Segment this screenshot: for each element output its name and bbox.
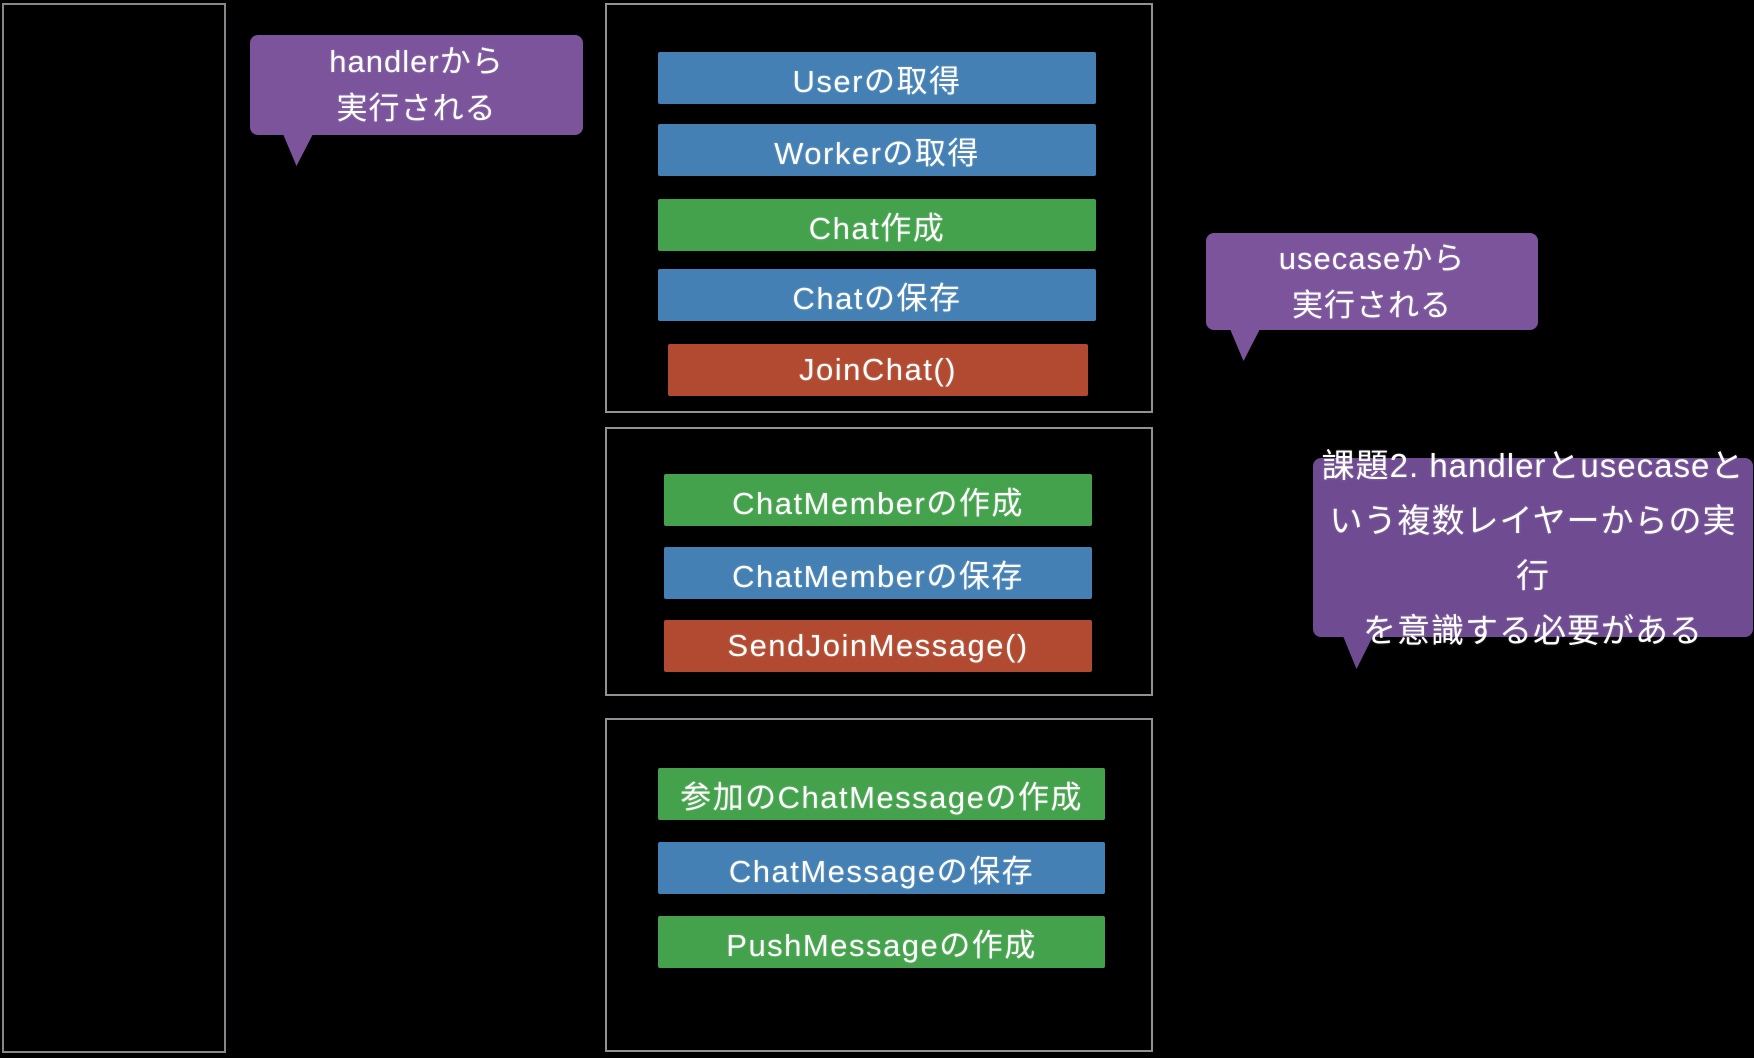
step-bar: JoinChat(): [668, 344, 1088, 396]
step-bar: ChatMessageの保存: [658, 842, 1105, 894]
step-label: JoinChat(): [799, 352, 957, 387]
step-bar: Userの取得: [658, 52, 1096, 104]
callout-text-line: いう複数レイヤーからの実行: [1329, 501, 1737, 594]
step-bar: ChatMemberの保存: [664, 547, 1092, 599]
handler-steps-box: Userの取得 Workerの取得 Chat作成 Chatの保存 JoinCha…: [605, 3, 1153, 413]
step-bar: Chatの保存: [658, 269, 1096, 321]
callout-text-line: 実行される: [336, 91, 497, 126]
callout-tail-pointer: [283, 134, 313, 166]
step-label: Chat作成: [808, 210, 946, 246]
handler-callout: handlerから 実行される: [250, 35, 583, 166]
callout-text-line: 課題2. handlerとusecaseと: [1321, 446, 1745, 484]
step-label: PushMessageの作成: [726, 927, 1037, 963]
empty-left-panel: [2, 3, 226, 1053]
callout-text-line: 実行される: [1292, 287, 1452, 323]
issue-callout: 課題2. handlerとusecaseと いう複数レイヤーからの実行 を意識す…: [1313, 447, 1753, 669]
step-label: SendJoinMessage(): [727, 628, 1029, 663]
step-label: Workerの取得: [774, 135, 980, 171]
usecase-steps-box: ChatMemberの作成 ChatMemberの保存 SendJoinMess…: [605, 427, 1153, 696]
step-label: ChatMemberの作成: [732, 485, 1024, 521]
step-bar: Workerの取得: [658, 124, 1096, 176]
step-bar: 参加のChatMessageの作成: [658, 768, 1105, 820]
step-bar: SendJoinMessage(): [664, 620, 1092, 672]
step-bar: PushMessageの作成: [658, 916, 1105, 968]
message-steps-box: 参加のChatMessageの作成 ChatMessageの保存 PushMes…: [605, 718, 1153, 1052]
step-label: ChatMessageの保存: [728, 853, 1035, 889]
usecase-callout: usecaseから 実行される: [1206, 233, 1538, 361]
callout-text-line: usecaseから: [1278, 240, 1466, 276]
step-label: 参加のChatMessageの作成: [680, 779, 1083, 815]
callout-tail-pointer: [1230, 329, 1260, 361]
callout-text-line: handlerから: [329, 44, 504, 79]
step-label: Chatの保存: [792, 280, 962, 316]
step-label: ChatMemberの保存: [732, 558, 1024, 594]
step-label: Userの取得: [792, 63, 962, 99]
step-bar: ChatMemberの作成: [664, 474, 1092, 526]
callout-text-line: を意識する必要がある: [1363, 611, 1703, 649]
step-bar: Chat作成: [658, 199, 1096, 251]
